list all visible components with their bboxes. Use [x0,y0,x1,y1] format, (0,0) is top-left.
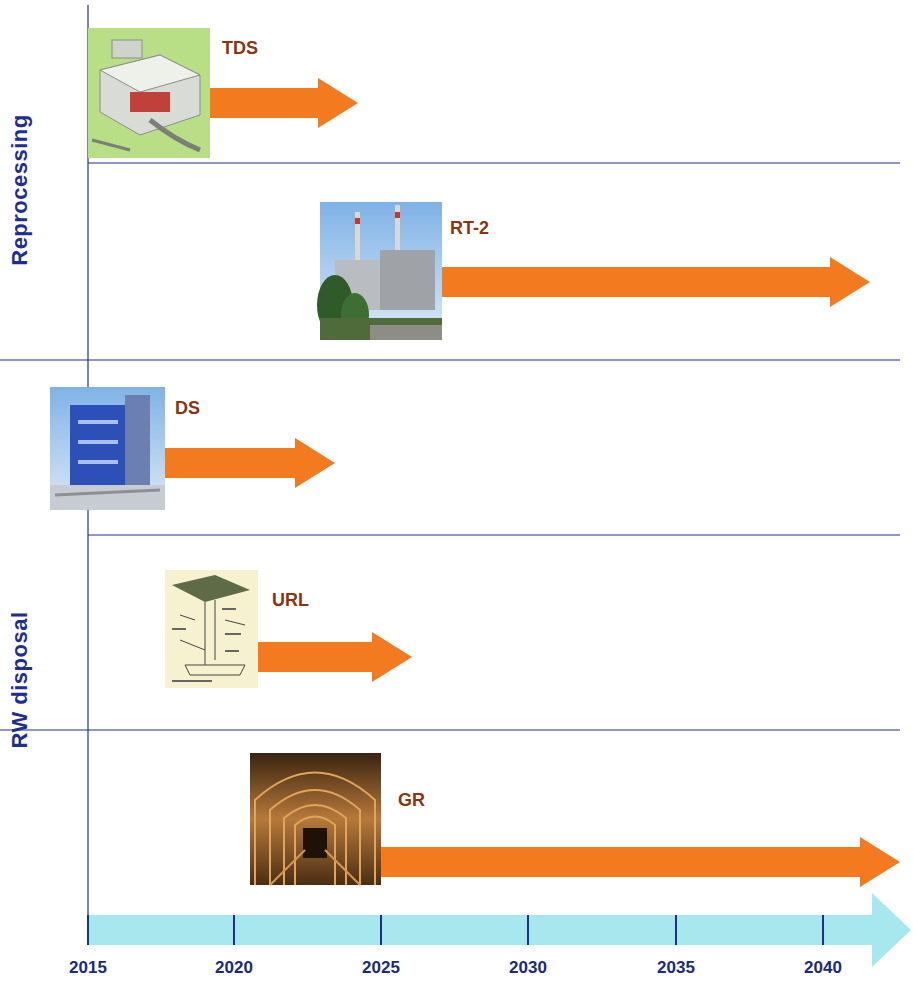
tds-picture [88,28,210,158]
ds-picture [50,387,165,510]
facility-label: TDS [222,38,258,59]
year-label: 2030 [509,958,547,978]
year-label: 2040 [804,958,842,978]
section-label: Reprocessing [7,114,33,266]
rt2-picture [317,202,442,340]
time-axis [88,893,911,967]
grid-lines [0,5,900,915]
gr-picture [250,753,381,885]
duration-arrows [165,78,900,887]
facility-label: RT-2 [450,218,489,239]
year-label: 2025 [362,958,400,978]
url-picture [165,570,258,688]
year-label: 2015 [69,958,107,978]
facility-label: GR [398,790,425,811]
year-label: 2035 [657,958,695,978]
section-label: RW disposal [7,611,33,748]
facility-label: URL [272,590,309,611]
year-label: 2020 [215,958,253,978]
facility-label: DS [175,398,200,419]
